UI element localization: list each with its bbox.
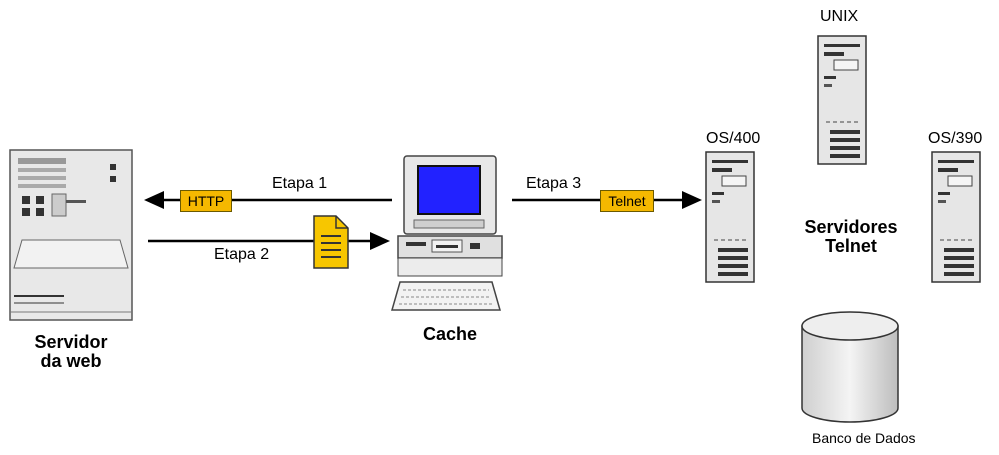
web-server-label-line1: Servidor bbox=[34, 332, 108, 352]
web-server-label-line2: da web bbox=[40, 351, 102, 371]
cache-computer-icon bbox=[391, 155, 503, 311]
cache-label: Cache bbox=[422, 324, 478, 344]
web-server-label: Servidor da web bbox=[16, 333, 126, 371]
telnet-servers-label: Servidores Telnet bbox=[790, 218, 912, 256]
step2-label: Etapa 2 bbox=[214, 246, 270, 263]
telnet-servers-label-line2: Telnet bbox=[825, 236, 877, 256]
os390-label: OS/390 bbox=[928, 130, 983, 147]
os390-server-icon bbox=[931, 151, 981, 283]
database-icon bbox=[801, 311, 899, 423]
database-label: Banco de Dados bbox=[812, 430, 916, 446]
telnet-protocol-tag: Telnet bbox=[600, 190, 654, 212]
os400-server-icon bbox=[705, 151, 755, 283]
step3-label: Etapa 3 bbox=[526, 175, 582, 192]
step1-label: Etapa 1 bbox=[272, 175, 328, 192]
unix-label: UNIX bbox=[820, 8, 859, 25]
document-icon bbox=[313, 215, 349, 269]
http-protocol-tag: HTTP bbox=[180, 190, 232, 212]
telnet-servers-label-line1: Servidores bbox=[804, 217, 898, 237]
os400-label: OS/400 bbox=[706, 130, 761, 147]
web-server-icon bbox=[9, 149, 133, 321]
unix-server-icon bbox=[817, 35, 867, 165]
